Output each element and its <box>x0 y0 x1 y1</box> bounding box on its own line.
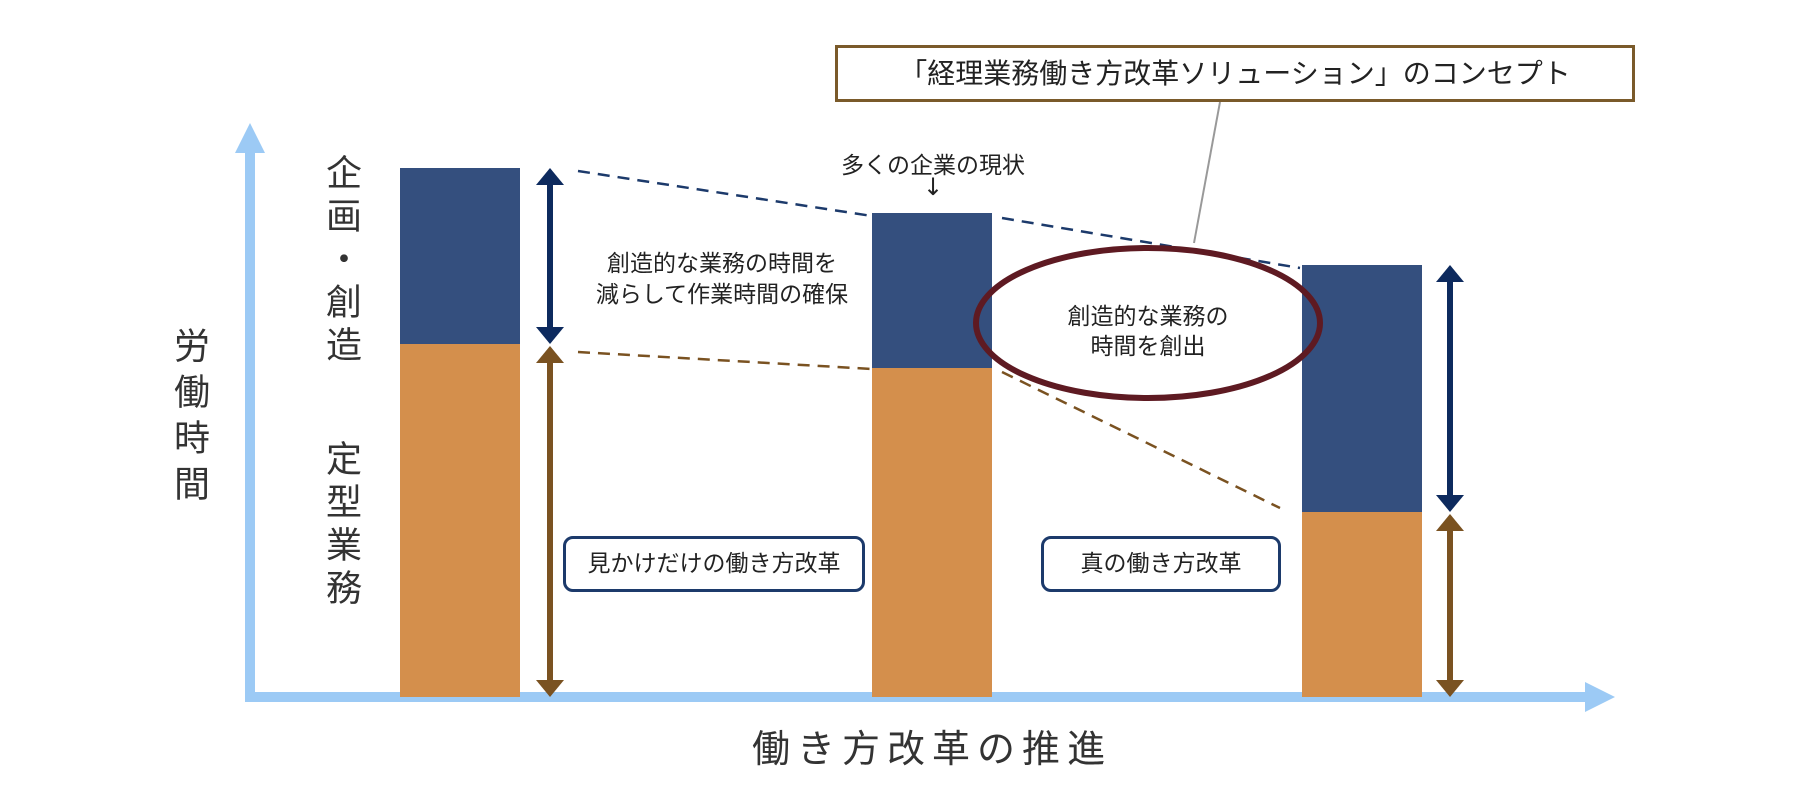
routine-trend-dashed-line-2 <box>1001 370 1281 510</box>
bar1-routine-segment <box>400 344 520 697</box>
bar1-creative-arrowhead-bottom <box>536 327 564 344</box>
bar1-routine-arrowhead-top <box>536 346 564 363</box>
bar3-creative-arrowhead-bottom <box>1436 495 1464 512</box>
bar1-routine-arrowhead-bottom <box>536 680 564 697</box>
creative-trend-dashed-line-1 <box>577 169 873 218</box>
bar2-creative-segment <box>872 213 992 368</box>
creative-work-label: 企画・創造 <box>320 154 361 369</box>
routine-trend-dashed-line-1 <box>577 350 873 371</box>
apparent-reform-label-box: 見かけだけの働き方改革 <box>563 536 865 592</box>
routine-work-label: 定型業務 <box>320 440 361 612</box>
bar2-routine-segment <box>872 368 992 697</box>
bar3-routine-arrowhead-top <box>1436 514 1464 531</box>
ellipse-text-line1: 創造的な業務の <box>1067 304 1229 330</box>
concept-connector-line <box>1193 101 1221 244</box>
concept-title-text: 「経理業務働き方改革ソリューション」のコンセプト <box>899 57 1571 90</box>
x-axis-arrowhead <box>1585 682 1615 712</box>
x-axis-label: 働き方改革の推進 <box>752 727 1113 771</box>
bar1-creative-arrowhead-top <box>536 168 564 185</box>
bar3-creative-arrowhead-top <box>1436 265 1464 282</box>
created-time-ellipse <box>973 245 1323 401</box>
y-axis-label: 労働時間 <box>168 327 209 511</box>
secure-time-text-line1: 創造的な業務の時間を <box>607 251 837 277</box>
true-reform-label-box: 真の働き方改革 <box>1041 536 1281 592</box>
secure-time-text-line2: 減らして作業時間の確保 <box>595 282 849 308</box>
current-state-down-arrow: ↓ <box>922 173 944 201</box>
apparent-reform-label: 見かけだけの働き方改革 <box>587 551 841 577</box>
true-reform-label: 真の働き方改革 <box>1080 551 1242 577</box>
current-state-label: 多くの企業の現状 <box>841 153 1025 179</box>
bar3-creative-segment <box>1302 265 1422 512</box>
bar3-routine-segment <box>1302 512 1422 697</box>
concept-title-box: 「経理業務働き方改革ソリューション」のコンセプト <box>835 45 1635 102</box>
y-axis-arrowhead <box>235 123 265 153</box>
bar1-creative-segment <box>400 168 520 344</box>
bar3-routine-arrowhead-bottom <box>1436 680 1464 697</box>
ellipse-text-line2: 時間を創出 <box>1090 334 1206 360</box>
